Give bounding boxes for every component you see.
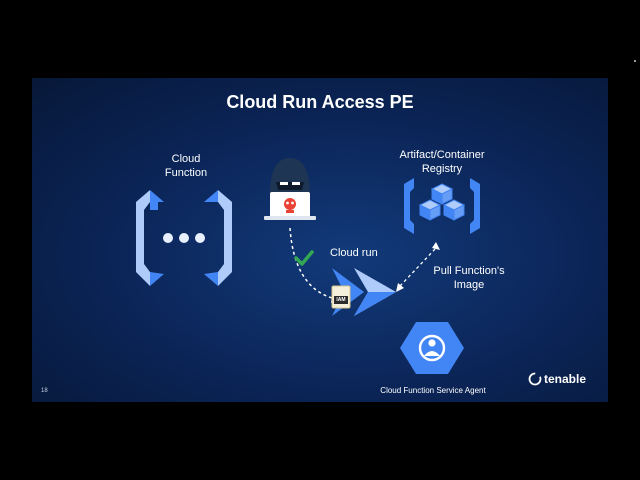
- registry-arrow-head-top: [432, 242, 440, 250]
- pull-label-line2: Image: [453, 279, 485, 291]
- cloud-run-label: Cloud run: [330, 247, 378, 259]
- registry-label-line2: Registry: [421, 163, 463, 175]
- cloud-function-label-line2: Function: [164, 167, 208, 179]
- cloud-function-label-line1: Cloud: [171, 153, 201, 165]
- diagram-graphics: [136, 158, 480, 374]
- hacker-to-cloudrun-arrow: [289, 227, 333, 299]
- iam-label: IAM: [336, 297, 346, 303]
- service-agent-icon: [400, 322, 464, 374]
- iam-document-icon: [331, 285, 351, 309]
- service-agent-label: Cloud Function Service Agent: [380, 386, 486, 395]
- slide-title: Cloud Run Access PE: [226, 92, 414, 112]
- page-number: 18: [41, 388, 48, 394]
- cloud-function-icon: [136, 190, 232, 286]
- slide: Cloud Run Access PE Cloud Function Artif…: [32, 78, 608, 402]
- hacker-icon: [264, 158, 316, 220]
- tenable-logo-text: tenable: [544, 372, 587, 386]
- registry-arrow-head-bottom: [396, 283, 404, 292]
- pull-label-line1: Pull Function's: [433, 265, 505, 277]
- corner-dot: [634, 60, 636, 62]
- registry-label: Artifact/Container Registry: [382, 148, 502, 176]
- cloud-function-label: Cloud Function: [136, 152, 236, 180]
- registry-icon: [404, 178, 480, 234]
- tenable-logo-icon: [528, 372, 542, 386]
- registry-pull-arrow: [399, 247, 437, 287]
- tenable-logo: tenable: [528, 372, 586, 386]
- pull-image-label: Pull Function's Image: [424, 264, 514, 292]
- check-icon: [294, 250, 314, 266]
- registry-label-line1: Artifact/Container: [399, 149, 485, 161]
